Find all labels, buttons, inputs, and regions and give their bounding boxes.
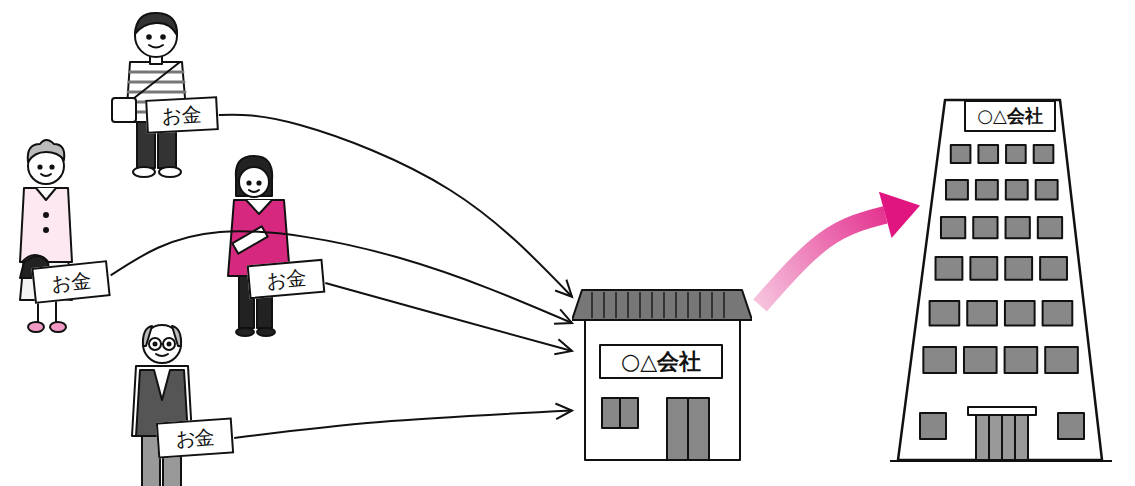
money-flow-arrow <box>111 231 572 323</box>
grandmother <box>20 140 72 332</box>
company-building: ○△会社 <box>890 95 1112 463</box>
building-outline <box>572 288 752 463</box>
money-flow-arrow <box>234 411 572 439</box>
old-man <box>132 325 192 486</box>
company-name: ○△会社 <box>600 345 722 378</box>
building-outline <box>890 95 1112 463</box>
woman <box>228 156 290 336</box>
arrow-head <box>554 339 572 354</box>
money-sign: お金 <box>145 96 219 134</box>
arrow-head <box>555 404 572 420</box>
sign-text: お金 <box>161 100 202 129</box>
young-man <box>112 13 187 177</box>
money-sign: お金 <box>31 260 110 304</box>
company-building: ○△会社 <box>572 288 752 463</box>
arrow-head <box>554 309 572 323</box>
arrow-head <box>879 192 920 238</box>
sign-text: お金 <box>265 264 307 294</box>
company-name: ○△会社 <box>965 101 1055 131</box>
money-flow-arrow <box>219 115 572 297</box>
sign-text: お金 <box>50 266 93 297</box>
arrow-head <box>555 280 572 297</box>
sign-text: お金 <box>174 423 216 453</box>
money-sign: お金 <box>247 259 326 299</box>
money-sign: お金 <box>156 417 234 458</box>
growth-arrow <box>760 215 885 306</box>
money-flow-arrow <box>325 283 572 351</box>
